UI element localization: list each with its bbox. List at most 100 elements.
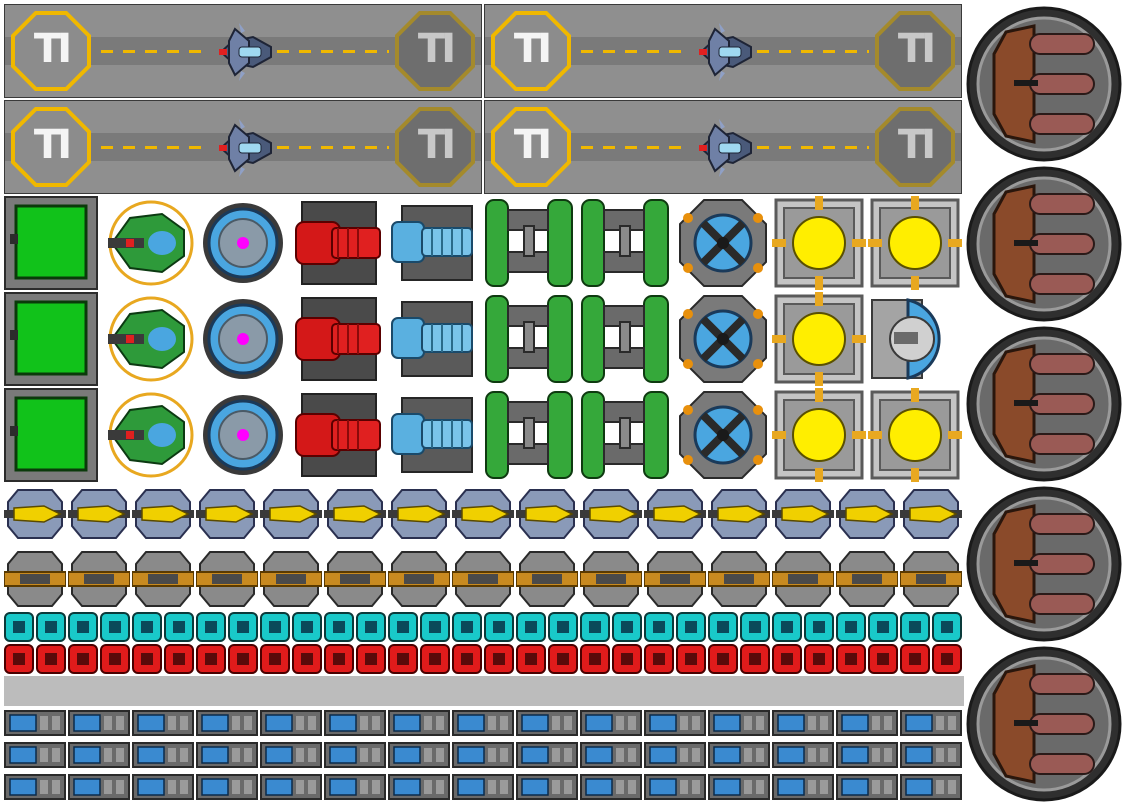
fighter-ship-icon bbox=[699, 119, 752, 177]
red-cell-icon bbox=[228, 644, 258, 674]
blue-battery-icon bbox=[900, 774, 962, 800]
blue-battery-icon bbox=[900, 710, 962, 736]
green-screen-icon bbox=[4, 292, 98, 386]
missile-silo-icon bbox=[966, 166, 1122, 322]
pad-right-hex-icon: TI bbox=[395, 11, 475, 91]
gold-rail-icon bbox=[452, 551, 514, 607]
yellow-missile-icon bbox=[324, 489, 386, 539]
yellow-missile-icon bbox=[132, 489, 194, 539]
pad-label: TI bbox=[897, 122, 936, 168]
blue-battery-icon bbox=[644, 774, 706, 800]
red-cell-icon bbox=[68, 644, 98, 674]
pad-label: TI bbox=[897, 26, 936, 72]
pad-guide-line bbox=[101, 50, 211, 53]
pad-guide-line bbox=[277, 50, 389, 53]
red-turret-icon bbox=[295, 201, 381, 285]
gold-rail-icon bbox=[836, 551, 898, 607]
landing-pad: TI TI bbox=[484, 4, 962, 98]
yellow-missile-icon bbox=[196, 489, 258, 539]
cyan-cell-icon bbox=[420, 612, 450, 642]
divider-bar bbox=[4, 676, 964, 706]
cyan-cell-icon bbox=[804, 612, 834, 642]
cyan-cell-icon bbox=[100, 612, 130, 642]
blue-battery-icon bbox=[68, 710, 130, 736]
yellow-missile-icon bbox=[516, 489, 578, 539]
blue-battery-icon bbox=[196, 774, 258, 800]
gold-rail-icon bbox=[644, 551, 706, 607]
red-cell-icon bbox=[164, 644, 194, 674]
pad-guide-line bbox=[757, 146, 869, 149]
gold-rail-icon bbox=[900, 551, 962, 607]
blue-shield-dome-icon bbox=[203, 203, 283, 283]
pad-left-hex-icon: TI bbox=[11, 11, 91, 91]
cyan-cell-icon bbox=[676, 612, 706, 642]
cyan-cell-icon bbox=[740, 612, 770, 642]
yellow-missile-icon bbox=[388, 489, 450, 539]
pad-left-hex-icon: TI bbox=[11, 107, 91, 187]
red-cell-icon bbox=[260, 644, 290, 674]
gold-rail-icon bbox=[708, 551, 770, 607]
blue-battery-icon bbox=[388, 774, 450, 800]
fighter-ship-icon bbox=[699, 23, 752, 81]
blue-battery-icon bbox=[324, 742, 386, 768]
pad-label: TI bbox=[417, 26, 456, 72]
blue-battery-icon bbox=[836, 710, 898, 736]
pad-hex-inner bbox=[15, 111, 87, 183]
yellow-light-icon bbox=[868, 388, 962, 482]
green-pipe-icon bbox=[581, 295, 669, 383]
yellow-missile-icon bbox=[260, 489, 322, 539]
blue-battery-icon bbox=[644, 710, 706, 736]
red-cell-icon bbox=[644, 644, 674, 674]
gold-rail-icon bbox=[4, 551, 66, 607]
pad-right-hex-icon: TI bbox=[875, 107, 955, 187]
pad-left-hex-icon: TI bbox=[491, 11, 571, 91]
blue-battery-icon bbox=[388, 710, 450, 736]
missile-silo-icon bbox=[966, 6, 1122, 162]
cyan-cell-icon bbox=[836, 612, 866, 642]
red-cell-icon bbox=[804, 644, 834, 674]
blue-engine-icon bbox=[391, 205, 473, 281]
green-screen-icon bbox=[4, 388, 98, 482]
gold-rail-icon bbox=[68, 551, 130, 607]
blue-battery-icon bbox=[388, 742, 450, 768]
red-cell-icon bbox=[324, 644, 354, 674]
cyan-cell-icon bbox=[388, 612, 418, 642]
green-pipe-icon bbox=[485, 295, 573, 383]
blue-battery-icon bbox=[132, 742, 194, 768]
green-screen-icon bbox=[4, 196, 98, 290]
blue-battery-icon bbox=[196, 742, 258, 768]
blue-battery-icon bbox=[516, 742, 578, 768]
green-fighter-icon bbox=[108, 296, 194, 382]
pad-guide-line bbox=[757, 50, 869, 53]
fighter-ship-icon bbox=[219, 23, 272, 81]
red-cell-icon bbox=[516, 644, 546, 674]
yellow-missile-icon bbox=[708, 489, 770, 539]
gold-rail-icon bbox=[516, 551, 578, 607]
pad-hex-inner bbox=[879, 111, 951, 183]
blue-battery-icon bbox=[516, 774, 578, 800]
blue-battery-icon bbox=[708, 774, 770, 800]
pad-guide-line bbox=[581, 50, 691, 53]
cyan-cell-icon bbox=[644, 612, 674, 642]
landing-pad: TI TI bbox=[4, 4, 482, 98]
green-pipe-icon bbox=[485, 199, 573, 287]
red-turret-icon bbox=[295, 393, 381, 477]
red-cell-icon bbox=[420, 644, 450, 674]
red-cell-icon bbox=[580, 644, 610, 674]
yellow-missile-icon bbox=[836, 489, 898, 539]
blue-battery-icon bbox=[260, 742, 322, 768]
yellow-missile-icon bbox=[580, 489, 642, 539]
gold-rail-icon bbox=[772, 551, 834, 607]
blue-engine-icon bbox=[391, 301, 473, 377]
cyan-cell-icon bbox=[708, 612, 738, 642]
gold-rail-icon bbox=[132, 551, 194, 607]
blue-battery-icon bbox=[900, 742, 962, 768]
blue-battery-icon bbox=[324, 774, 386, 800]
cyan-cell-icon bbox=[260, 612, 290, 642]
cyan-cell-icon bbox=[900, 612, 930, 642]
red-cell-icon bbox=[836, 644, 866, 674]
green-fighter-icon bbox=[108, 200, 194, 286]
cyan-cell-icon bbox=[452, 612, 482, 642]
